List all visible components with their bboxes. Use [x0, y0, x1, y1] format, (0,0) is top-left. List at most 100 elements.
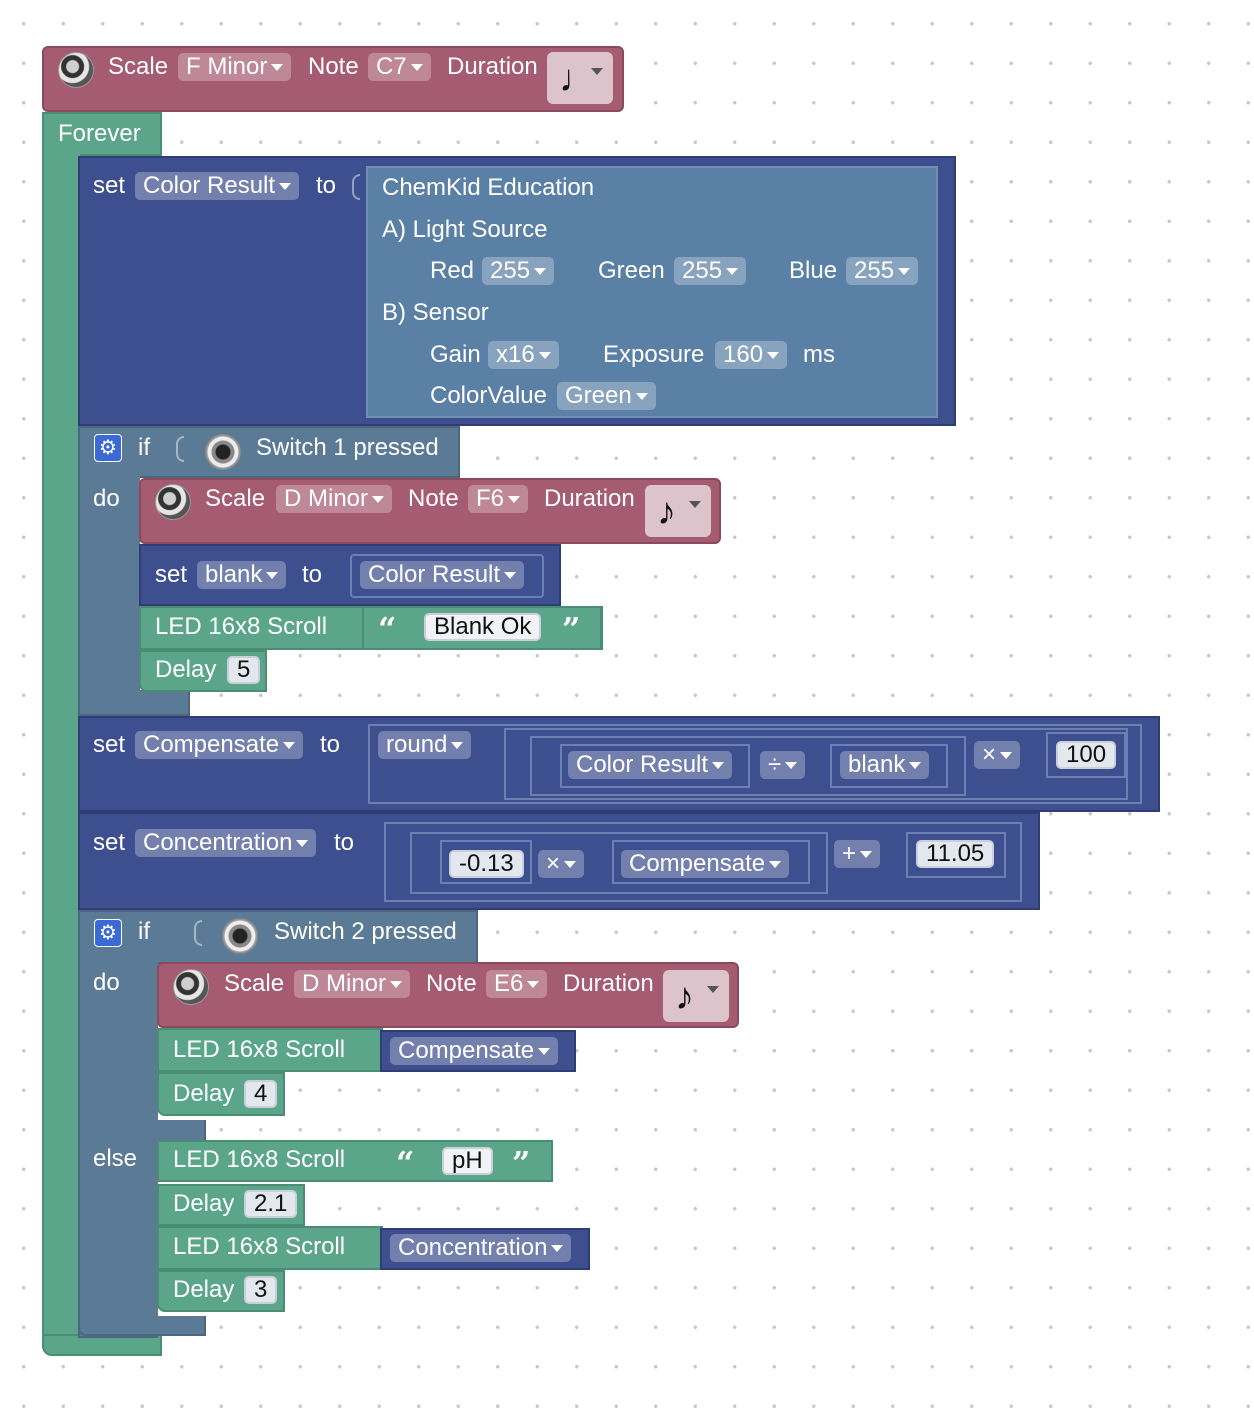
- delay-input[interactable]: 2.1: [244, 1190, 298, 1218]
- variable-dropdown[interactable]: Color Result: [135, 172, 300, 200]
- do-label: do: [93, 485, 120, 512]
- delay-input[interactable]: 3: [244, 1276, 278, 1304]
- variable-dropdown[interactable]: Concentration: [390, 1234, 572, 1262]
- play-note-block[interactable]: [42, 46, 624, 112]
- note-label: Note: [408, 485, 459, 512]
- variable-dropdown[interactable]: Compensate: [390, 1037, 559, 1065]
- else-label: else: [93, 1145, 138, 1172]
- switch-1-label: Switch 1 pressed: [256, 434, 439, 461]
- condition-socket: [194, 920, 202, 946]
- set-label: set: [93, 829, 126, 856]
- operator-dropdown[interactable]: ×: [538, 850, 585, 878]
- open-quote-icon: “: [396, 1144, 415, 1182]
- if-label: if: [138, 434, 150, 461]
- variable-dropdown[interactable]: blank: [840, 751, 930, 779]
- duration-dropdown[interactable]: ♪: [645, 485, 711, 537]
- if-block-2[interactable]: [78, 910, 478, 964]
- text-input[interactable]: Blank Ok: [424, 613, 542, 641]
- note-label: Note: [308, 53, 359, 80]
- if-block-2-foot: [78, 1316, 206, 1336]
- number-input[interactable]: 11.05: [916, 840, 995, 868]
- delay-label: Delay: [155, 656, 217, 683]
- variable-dropdown[interactable]: blank: [197, 561, 287, 589]
- red-dropdown[interactable]: 255: [482, 257, 555, 285]
- gain-label: Gain: [430, 341, 481, 368]
- switch-2-label: Switch 2 pressed: [274, 918, 457, 945]
- note-dropdown[interactable]: F6: [468, 485, 529, 513]
- switch-icon: [205, 434, 241, 470]
- green-label: Green: [598, 257, 665, 284]
- set-label: set: [155, 561, 188, 588]
- gear-icon[interactable]: ⚙: [94, 919, 122, 947]
- do-label: do: [93, 969, 120, 996]
- sensor-label: B) Sensor: [382, 299, 489, 326]
- ms-label: ms: [803, 341, 835, 368]
- round-dropdown[interactable]: round: [378, 731, 472, 759]
- led-scroll-label: LED 16x8 Scroll: [173, 1233, 346, 1260]
- blue-label: Blue: [789, 257, 838, 284]
- chemkid-sensor-block[interactable]: [366, 166, 938, 418]
- light-source-label: A) Light Source: [382, 216, 548, 243]
- chemkid-title: ChemKid Education: [382, 174, 595, 201]
- input-socket: [352, 174, 360, 200]
- duration-label: Duration: [447, 53, 538, 80]
- switch-icon: [222, 918, 258, 954]
- speaker-icon: [173, 969, 209, 1005]
- led-scroll-label: LED 16x8 Scroll: [173, 1146, 346, 1173]
- duration-dropdown[interactable]: ♩: [547, 52, 613, 104]
- delay-input[interactable]: 4: [244, 1080, 278, 1108]
- delay-label: Delay: [173, 1190, 235, 1217]
- to-label: to: [316, 172, 337, 199]
- scale-label: Scale: [224, 970, 285, 997]
- blank-getter[interactable]: [830, 744, 948, 788]
- scale-label: Scale: [205, 485, 266, 512]
- if-block-2-mid: [78, 1120, 206, 1142]
- play-note-block[interactable]: [139, 478, 721, 544]
- duration-dropdown[interactable]: ♪: [663, 970, 729, 1022]
- if-block-1[interactable]: [78, 426, 460, 478]
- gain-dropdown[interactable]: x16: [488, 341, 559, 369]
- play-note-block[interactable]: [157, 962, 739, 1028]
- led-scroll-block[interactable]: [157, 1226, 383, 1270]
- if-label: if: [138, 918, 150, 945]
- number-input[interactable]: 100: [1056, 741, 1117, 769]
- colorvalue-label: ColorValue: [430, 382, 547, 409]
- forever-loop-block[interactable]: [42, 112, 162, 156]
- close-quote-icon: ”: [562, 610, 581, 648]
- variable-dropdown[interactable]: Color Result: [360, 561, 525, 589]
- blue-dropdown[interactable]: 255: [846, 257, 919, 285]
- set-label: set: [93, 731, 126, 758]
- to-label: to: [320, 731, 341, 758]
- variable-dropdown[interactable]: Compensate: [135, 731, 304, 759]
- scale-dropdown[interactable]: D Minor: [276, 485, 393, 513]
- note-dropdown[interactable]: C7: [368, 53, 431, 81]
- text-input[interactable]: pH: [442, 1147, 493, 1175]
- delay-label: Delay: [173, 1276, 235, 1303]
- scale-dropdown[interactable]: F Minor: [178, 53, 292, 81]
- set-label: set: [93, 172, 126, 199]
- if-block-2-arm: [78, 958, 158, 1338]
- operator-dropdown[interactable]: ×: [974, 741, 1021, 769]
- gear-icon[interactable]: ⚙: [94, 434, 122, 462]
- note-dropdown[interactable]: E6: [486, 970, 548, 998]
- operator-dropdown[interactable]: ÷: [760, 751, 806, 779]
- variable-dropdown[interactable]: Compensate: [621, 850, 790, 878]
- variable-dropdown[interactable]: Concentration: [135, 829, 317, 857]
- number-input[interactable]: -0.13: [449, 850, 524, 878]
- to-label: to: [302, 561, 323, 588]
- scale-label: Scale: [108, 53, 169, 80]
- led-scroll-label: LED 16x8 Scroll: [173, 1036, 346, 1063]
- operator-dropdown[interactable]: +: [834, 840, 881, 868]
- scale-dropdown[interactable]: D Minor: [294, 970, 411, 998]
- close-quote-icon: ”: [512, 1144, 531, 1182]
- red-label: Red: [430, 257, 475, 284]
- led-scroll-label: LED 16x8 Scroll: [155, 613, 328, 640]
- delay-input[interactable]: 5: [227, 656, 261, 684]
- led-scroll-block[interactable]: [157, 1028, 383, 1072]
- variable-dropdown[interactable]: Color Result: [568, 751, 733, 779]
- exposure-dropdown[interactable]: 160: [715, 341, 788, 369]
- green-dropdown[interactable]: 255: [674, 257, 747, 285]
- duration-label: Duration: [544, 485, 635, 512]
- duration-label: Duration: [563, 970, 654, 997]
- colorvalue-dropdown[interactable]: Green: [557, 382, 656, 410]
